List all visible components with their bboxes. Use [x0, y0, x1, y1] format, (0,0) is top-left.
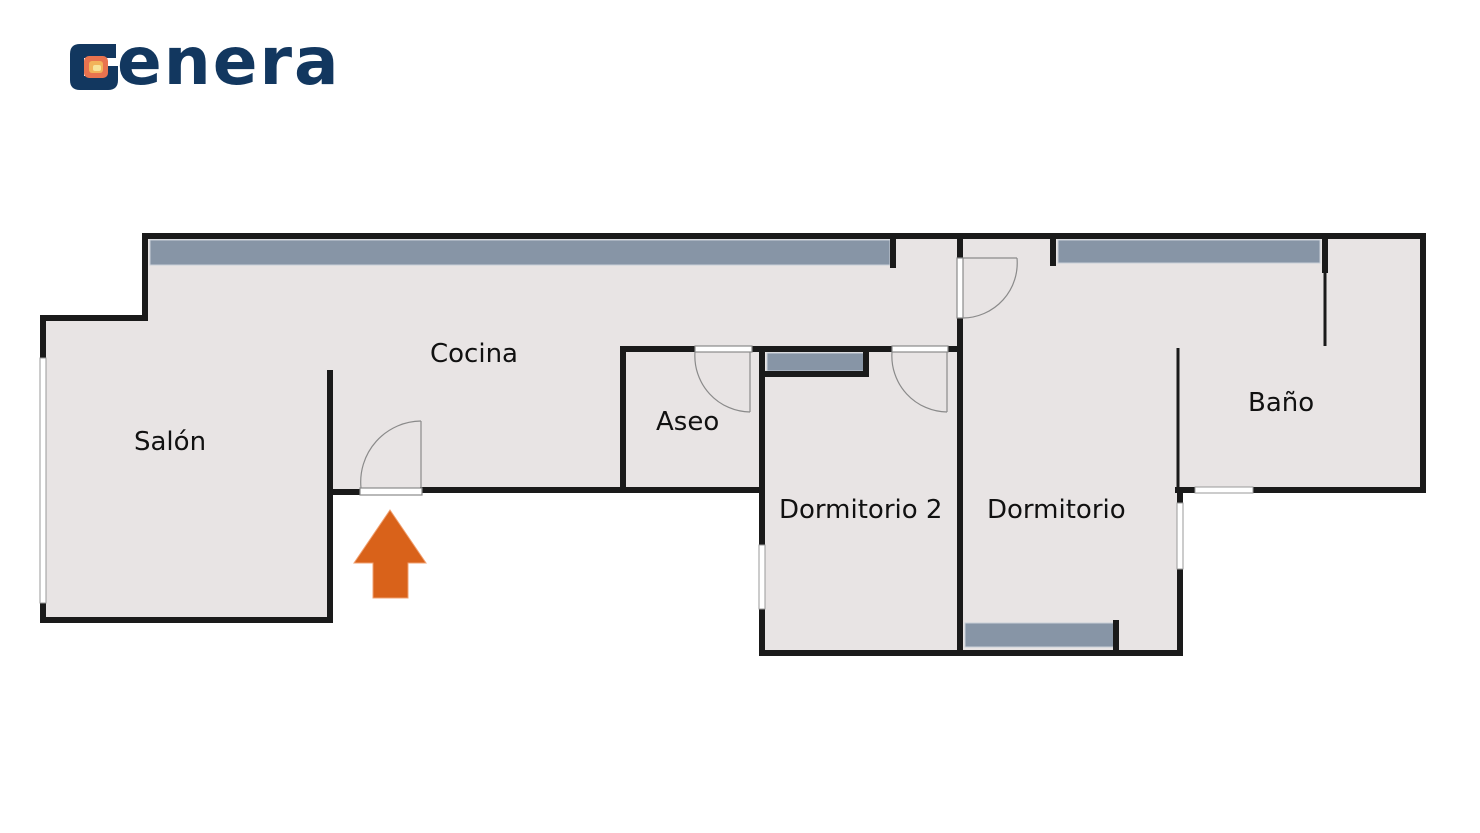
room-label-dormitorio: Dormitorio [987, 495, 1126, 525]
kitchen-counter [149, 239, 891, 266]
dormitorio2-wardrobe [766, 352, 865, 372]
thin-partitions [1176, 270, 1327, 490]
walls [40, 233, 1426, 656]
floor-area [42, 236, 1425, 654]
doors [359, 257, 1018, 496]
genera-logo: enera [62, 26, 442, 98]
bedroom-wardrobe-top [1057, 239, 1321, 264]
windows [39, 357, 1254, 610]
room-label-aseo: Aseo [656, 407, 720, 437]
cabinets [149, 239, 1321, 648]
genera-logo-mark-icon [70, 44, 118, 90]
room-label-bano: Baño [1248, 388, 1315, 418]
room-label-cocina: Cocina [430, 339, 518, 369]
brand-name: enera [117, 23, 341, 100]
dormitorio-wardrobe [964, 622, 1116, 648]
room-label-dormitorio-2: Dormitorio 2 [779, 495, 943, 525]
room-label-salon: Salón [134, 427, 207, 457]
entrance-arrow-icon [353, 509, 427, 599]
